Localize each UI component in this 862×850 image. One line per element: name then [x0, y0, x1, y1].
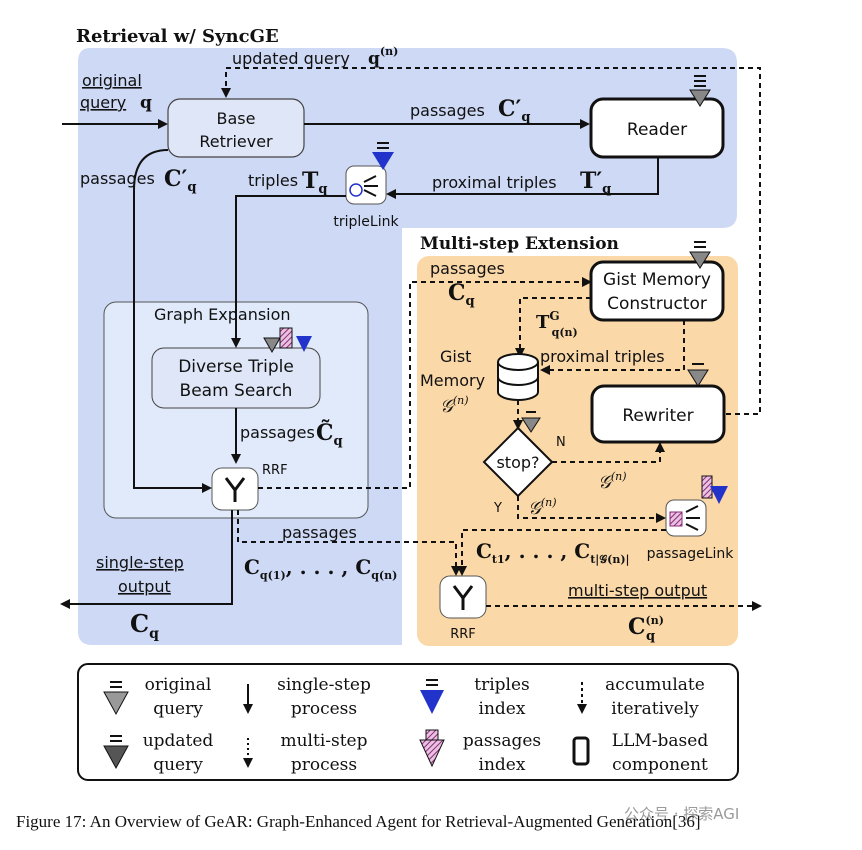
triples-label: triples [248, 171, 298, 190]
stop-query-icon [521, 411, 541, 433]
graph-expansion-title: Graph Expansion [154, 305, 291, 324]
passages-cq-series: Cq(1), . . . , Cq(n) [244, 555, 397, 582]
rewriter-label: Rewriter [622, 406, 693, 426]
legend-2-line1: single-step [277, 675, 371, 695]
query-symbol: q [140, 93, 152, 113]
legend-6-line1: multi-step [280, 731, 367, 751]
updated-query-icon [689, 75, 711, 107]
legend-5-line1: updated [143, 731, 214, 751]
gist-memory-label-2: Memory [420, 371, 485, 390]
proximal-triples-label-top: proximal triples [432, 173, 557, 192]
multistep-panel-title: Multi-step Extension [420, 234, 619, 254]
legend-8-line2: component [612, 755, 708, 775]
gist-constructor-box [589, 260, 725, 322]
retrieval-panel-title: Retrieval w/ SyncGE [76, 26, 279, 47]
single-step-output-label: single-step [96, 553, 184, 572]
legend-5-line2: query [153, 755, 203, 775]
passages-label-left: passages [80, 169, 155, 188]
base-retriever-label-2: Retriever [199, 132, 273, 151]
rrf-top-label: RRF [262, 463, 288, 478]
legend-3-line2: index [479, 699, 526, 719]
watermark: 公众号 · 探索AGI [624, 805, 740, 823]
legend-7-line1: passages [463, 731, 541, 751]
passages-label-bottom: passages [282, 523, 357, 542]
original-query-label-2: query [80, 93, 126, 112]
diverse-search-label-2: Beam Search [180, 381, 293, 401]
gist-memory-label-1: Gist [440, 347, 471, 366]
passage-link-label: passageLink [647, 546, 735, 562]
rewriter-box [590, 384, 726, 444]
beam-search-index-icons [263, 327, 312, 354]
legend-4-line2: iteratively [611, 699, 699, 719]
rewriter-query-icon [687, 363, 709, 387]
base-retriever-label-1: Base [217, 109, 256, 128]
passages-cq-ms: Cq [448, 280, 475, 309]
stop-label: stop? [496, 453, 539, 472]
passages-index-arrow-icon [419, 729, 445, 768]
single-step-output-label-2: output [118, 577, 171, 596]
legend-3-line1: triples [474, 675, 530, 695]
gray-query-arrow-icon [103, 681, 129, 716]
gist-memory-icon [497, 353, 539, 401]
multi-step-output-label: multi-step output [568, 581, 707, 600]
reader-label: Reader [627, 120, 687, 140]
triples-index-icon [372, 142, 394, 170]
rrf-bottom-label: RRF [450, 627, 476, 642]
dark-query-arrow-icon [103, 735, 129, 770]
llm-component-icon [572, 736, 590, 766]
legend-7-line2: index [479, 755, 526, 775]
multistep-panel [417, 256, 738, 646]
base-retriever-box [167, 98, 305, 158]
legend-1-line1: original [145, 675, 212, 695]
legend-1-line2: query [153, 699, 203, 719]
passages-label-ms: passages [430, 259, 505, 278]
legend-8-line1: LLM-based [612, 731, 709, 751]
triples-index-arrow-icon [420, 679, 444, 714]
gist-constructor-label-1: Gist Memory [603, 270, 711, 290]
gist-constructor-label-2: Constructor [607, 294, 707, 314]
legend-6-line2: process [291, 755, 357, 775]
original-query-label: original [82, 71, 142, 90]
stop-no-label: N [556, 435, 566, 450]
legend-4-line1: accumulate [605, 675, 705, 695]
proximal-triples-label-ms: proximal triples [540, 347, 665, 366]
stop-yes-label: Y [493, 501, 502, 516]
gist-query-icon [689, 241, 711, 269]
legend-2-line2: process [291, 699, 357, 719]
passage-link-index-icons [701, 475, 728, 504]
diverse-search-label-1: Diverse Triple [178, 357, 294, 377]
passages-label-top: passages [410, 101, 485, 120]
triple-link-label: tripleLink [333, 214, 399, 230]
passages-label-mid: passages [240, 423, 315, 442]
updated-query-label: updated query [232, 49, 350, 68]
figure-caption: Figure 17: An Overview of GeAR: Graph-En… [16, 812, 701, 831]
